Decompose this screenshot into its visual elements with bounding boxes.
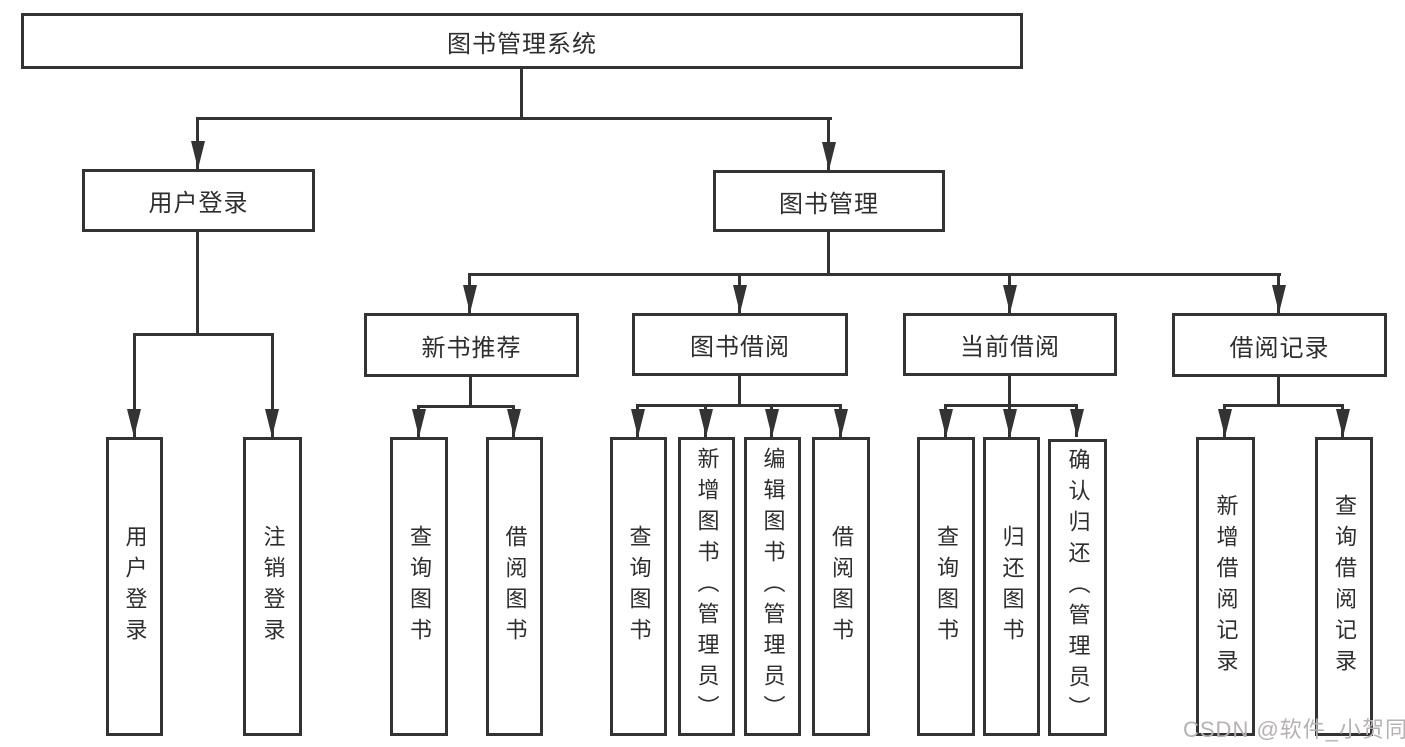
leaf-query-books-1: 查询图书 — [390, 437, 448, 736]
leaf-borrow-books-1: 借阅图书 — [486, 437, 543, 736]
leaf-query-books-2: 查询图书 — [610, 437, 667, 736]
arrowhead-down-icon — [1272, 285, 1286, 313]
connector-line — [196, 117, 832, 120]
arrowhead-down-icon — [265, 409, 279, 437]
node-label: 编辑图书（管理员） — [760, 447, 786, 726]
node-label: 借阅图书 — [502, 524, 528, 649]
node-label: 查询图书 — [934, 524, 959, 649]
node-label: 用户登录 — [122, 524, 148, 649]
node-root-system: 图书管理系统 — [21, 13, 1023, 69]
node-borrow-records: 借阅记录 — [1172, 313, 1387, 377]
arrowhead-down-icon — [1070, 409, 1084, 437]
connector-line — [1223, 404, 1344, 407]
node-label: 借阅记录 — [1229, 334, 1330, 362]
arrowhead-down-icon — [631, 409, 645, 437]
connector-line — [1008, 376, 1011, 407]
node-label: 图书管理系统 — [447, 30, 597, 58]
connector-line — [271, 333, 274, 437]
arrowhead-down-icon — [1003, 285, 1017, 313]
leaf-user-login: 用户登录 — [106, 437, 163, 736]
arrowhead-down-icon — [939, 409, 953, 437]
node-label: 借阅图书 — [829, 524, 854, 649]
arrowhead-down-icon — [1218, 409, 1232, 437]
connector-line — [196, 232, 199, 335]
connector-line — [417, 405, 515, 408]
arrowhead-down-icon — [1003, 409, 1017, 437]
connector-line — [1277, 377, 1280, 407]
leaf-edit-books-admin: 编辑图书（管理员） — [744, 437, 801, 736]
arrowhead-down-icon — [699, 409, 713, 437]
node-label: 查询图书 — [407, 524, 432, 649]
connector-line — [468, 273, 1281, 276]
node-label: 用户登录 — [148, 190, 249, 217]
leaf-logout: 注销登录 — [243, 437, 302, 736]
node-current-borrow: 当前借阅 — [903, 313, 1117, 376]
arrowhead-down-icon — [733, 285, 747, 313]
connector-line — [133, 333, 274, 336]
leaf-borrow-books-2: 借阅图书 — [812, 437, 870, 736]
node-book-borrow: 图书借阅 — [632, 313, 848, 376]
connector-line — [469, 377, 472, 408]
node-label: 查询借阅记录 — [1332, 493, 1357, 680]
arrowhead-down-icon — [765, 409, 779, 437]
node-label: 查询图书 — [626, 524, 652, 649]
leaf-return-books: 归还图书 — [983, 437, 1040, 736]
arrowhead-down-icon — [412, 409, 426, 437]
arrowhead-down-icon — [834, 409, 848, 437]
arrowhead-down-icon — [507, 409, 521, 437]
node-label: 图书管理 — [779, 190, 879, 218]
connector-line — [738, 375, 741, 407]
leaf-add-borrow-record: 新增借阅记录 — [1196, 437, 1255, 736]
arrowhead-down-icon — [191, 141, 205, 169]
arrowhead-down-icon — [822, 142, 836, 170]
node-user-login: 用户登录 — [82, 169, 315, 232]
node-label: 新增图书（管理员） — [694, 447, 720, 726]
arrowhead-down-icon — [1336, 409, 1350, 437]
leaf-query-borrow-record: 查询借阅记录 — [1315, 437, 1373, 736]
node-label: 新增借阅记录 — [1213, 493, 1239, 680]
arrowhead-down-icon — [127, 409, 141, 437]
node-label: 图书借阅 — [690, 334, 790, 361]
connector-line — [520, 69, 523, 119]
node-label: 确认归还（管理员） — [1065, 448, 1091, 727]
node-label: 当前借阅 — [960, 334, 1060, 361]
csdn-watermark: CSDN @软件_小贺同学 — [1183, 717, 1405, 742]
node-label: 注销登录 — [260, 524, 286, 649]
leaf-confirm-return-admin: 确认归还（管理员） — [1048, 439, 1107, 736]
connector-line — [944, 404, 1078, 407]
connector-line — [636, 404, 842, 407]
connector-line — [827, 232, 830, 276]
node-label: 归还图书 — [999, 524, 1025, 649]
leaf-query-books-3: 查询图书 — [917, 437, 975, 736]
node-label: 新书推荐 — [421, 334, 522, 362]
arrowhead-down-icon — [463, 285, 477, 313]
leaf-add-books-admin: 新增图书（管理员） — [678, 437, 735, 736]
node-new-book-recommend: 新书推荐 — [364, 313, 579, 377]
connector-line — [133, 333, 136, 437]
node-book-management: 图书管理 — [713, 170, 945, 232]
